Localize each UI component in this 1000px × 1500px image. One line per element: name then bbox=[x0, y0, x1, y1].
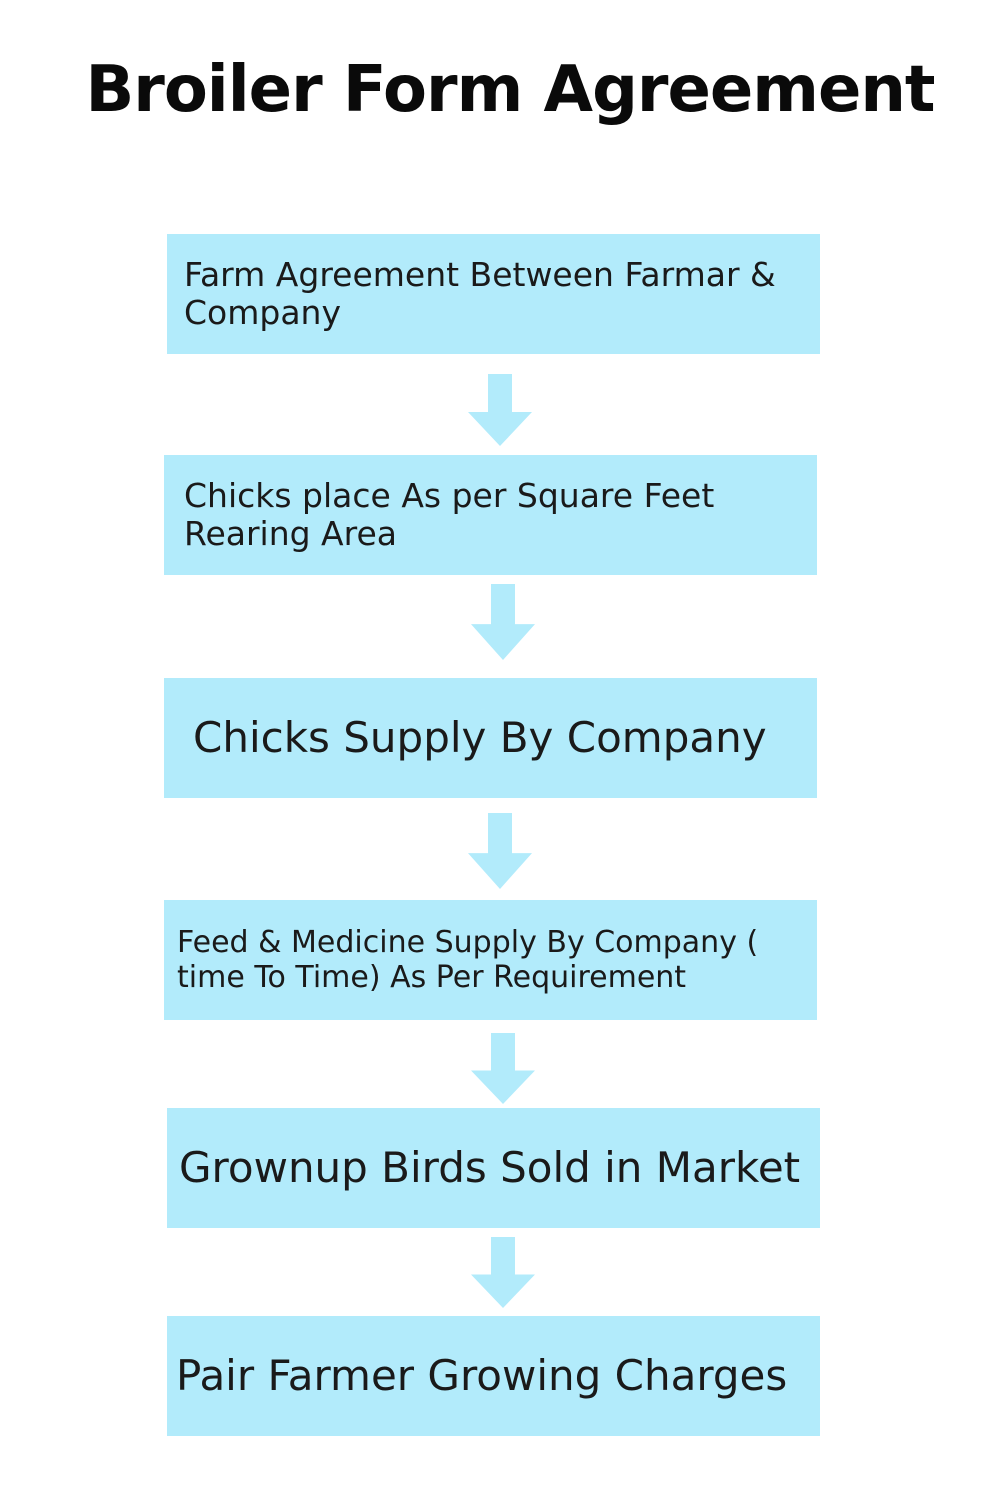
flow-step-3: Chicks Supply By Company bbox=[164, 678, 817, 798]
flow-step-2-label: Chicks place As per Square Feet Rearing … bbox=[184, 476, 715, 553]
flow-step-5-label: Grownup Birds Sold in Market bbox=[179, 1143, 801, 1192]
flow-step-3-label: Chicks Supply By Company bbox=[193, 713, 767, 762]
down-arrow-icon bbox=[471, 1237, 535, 1308]
flow-step-6: Pair Farmer Growing Charges bbox=[167, 1316, 820, 1436]
flow-step-2: Chicks place As per Square Feet Rearing … bbox=[164, 455, 817, 575]
down-arrow-icon bbox=[468, 813, 532, 889]
page-title: Broiler Form Agreement bbox=[85, 53, 935, 127]
flow-step-1: Farm Agreement Between Farmar & Company bbox=[167, 234, 820, 354]
flow-step-5: Grownup Birds Sold in Market bbox=[167, 1108, 820, 1228]
down-arrow-icon bbox=[471, 1033, 535, 1104]
flow-step-4: Feed & Medicine Supply By Company ( time… bbox=[164, 900, 817, 1020]
down-arrow-icon bbox=[468, 374, 532, 446]
flow-step-4-label: Feed & Medicine Supply By Company ( time… bbox=[177, 925, 759, 995]
flow-step-1-label: Farm Agreement Between Farmar & Company bbox=[184, 255, 776, 332]
down-arrow-icon bbox=[471, 584, 535, 660]
flow-step-6-label: Pair Farmer Growing Charges bbox=[176, 1351, 788, 1400]
